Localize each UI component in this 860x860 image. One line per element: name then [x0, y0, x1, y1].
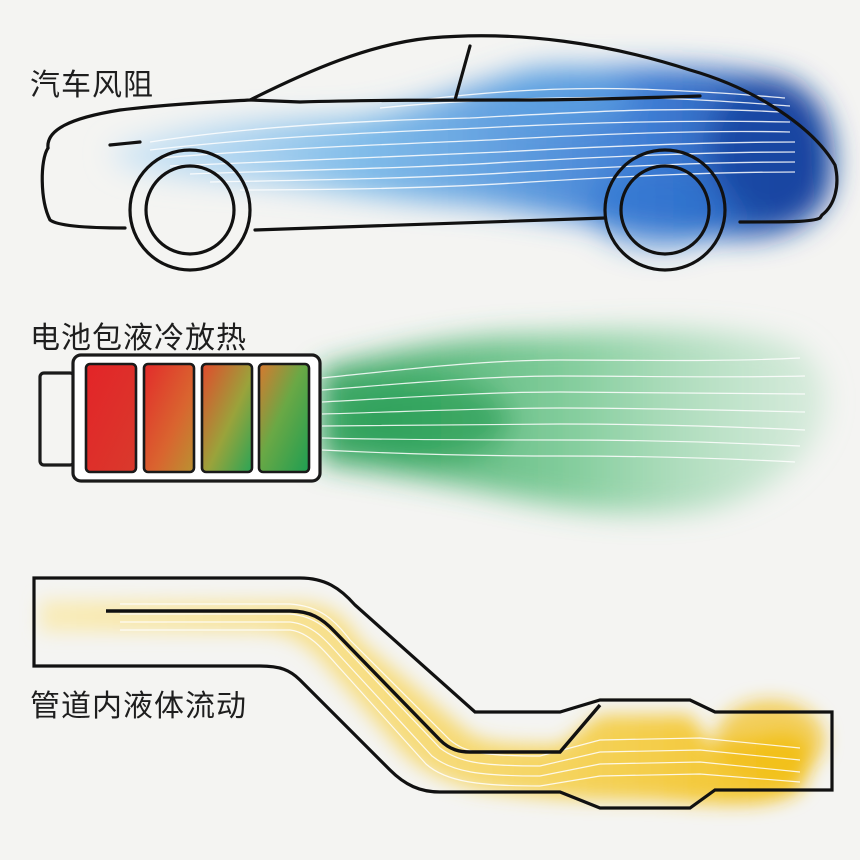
battery-cell-1 — [84, 362, 138, 474]
pipe-section — [32, 576, 834, 810]
battery-pack — [38, 353, 322, 483]
pipe-streamlines — [120, 603, 801, 787]
battery-cell-2 — [142, 362, 196, 474]
pipe-flow-label: 管道内液体流动 — [30, 689, 247, 724]
car-drag-label: 汽车风阻 — [30, 68, 154, 103]
battery-terminal — [38, 371, 76, 467]
car-outline — [40, 34, 839, 272]
battery-cell-4 — [257, 362, 311, 474]
battery-section — [38, 330, 826, 514]
car-section — [40, 34, 839, 272]
battery-coolant-cloud — [320, 330, 826, 514]
battery-cell-3 — [200, 362, 254, 474]
pipe-outline — [32, 576, 834, 810]
battery-streamlines — [321, 357, 806, 463]
battery-cooling-label: 电池包液冷放热 — [30, 321, 247, 356]
